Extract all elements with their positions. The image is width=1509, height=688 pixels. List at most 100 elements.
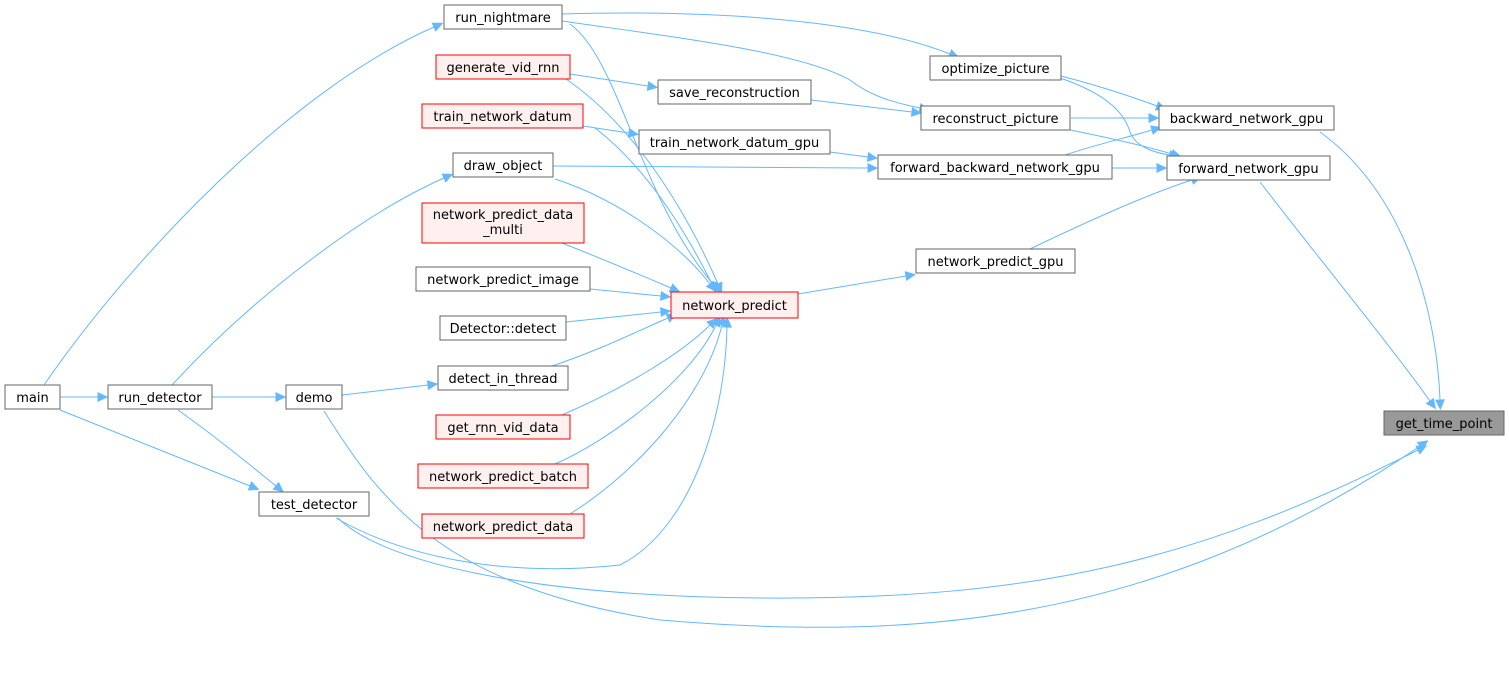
edge-arrowhead [713,281,723,294]
node-draw-object[interactable]: draw_object [452,152,554,178]
edge-forward-backward-network-gpu-to-backward-network-gpu [1064,129,1153,156]
node-train-network-datum[interactable]: train_network_datum [421,103,584,129]
edge-network-predict-image-to-network-predict [589,288,662,297]
edge-run-detector-to-test-detector [177,409,277,487]
node-label: train_network_datum_gpu [650,136,820,151]
node-label: save_reconstruction [669,86,800,101]
edge-train-network-datum-to-train-network-datum-gpu [582,125,630,134]
edge-arrowhead [867,163,879,173]
edge-demo-to-get-time-point [323,410,1421,628]
node-label: train_network_datum [433,110,571,125]
node-network-predict-gpu[interactable]: network_predict_gpu [915,248,1076,274]
edge-test-detector-to-get-time-point [337,449,1419,599]
node-label: get_time_point [1396,417,1493,432]
edge-run-nightmare-to-optimize-picture [561,12,951,55]
edge-arrowhead [660,290,672,301]
edge-arrowhead [97,392,109,402]
node-label: run_nightmare [455,11,550,26]
edge-reconstruct-picture-to-forward-network-gpu [1069,129,1173,155]
edge-run-nightmare-to-reconstruct-picture [561,20,921,109]
edge-arrowhead [272,481,284,493]
node-run-nightmare[interactable]: run_nightmare [443,4,563,30]
edge-detector-detect-to-network-predict [565,311,662,323]
edge-arrowhead [1150,125,1162,135]
node-label: network_predict [682,299,787,314]
edge-arrowhead [275,392,287,402]
edge-network-predict-gpu-to-forward-network-gpu [1029,179,1193,250]
edge-arrowhead [705,280,717,293]
node-label: optimize_picture [942,62,1050,77]
node-demo[interactable]: demo [285,384,343,410]
edge-arrowhead [722,316,732,328]
node-label: forward_network_gpu [1178,162,1318,177]
edge-arrowhead [441,173,454,183]
edge-arrowhead [910,106,923,117]
edge-arrowhead [1425,397,1436,410]
node-label: forward_backward_network_gpu [890,161,1100,176]
node-network-predict-image[interactable]: network_predict_image [415,266,591,292]
node-label: Detector::detect [450,322,557,337]
node-forward-backward-network-gpu[interactable]: forward_backward_network_gpu [877,154,1113,180]
node-reconstruct-picture[interactable]: reconstruct_picture [920,105,1071,131]
edge-main-to-run-nightmare [43,26,435,386]
edge-arrowhead [668,283,681,293]
node-train-network-datum-gpu[interactable]: train_network_datum_gpu [638,129,831,155]
edge-run-detector-to-draw-object [171,177,445,386]
node-generate-vid-rnn[interactable]: generate_vid_rnn [435,54,571,80]
edges-layer [43,12,1445,628]
node-label: main [16,391,48,406]
edge-backward-network-gpu-to-get-time-point [1319,131,1441,401]
edge-arrowhead [431,22,444,32]
edge-draw-object-to-forward-backward-network-gpu [552,165,869,169]
edge-arrowhead [866,151,879,162]
node-run-detector[interactable]: run_detector [107,384,213,410]
edge-arrowhead [1416,440,1429,451]
edge-optimize-picture-to-forward-network-gpu [1059,77,1171,156]
edge-train-network-datum-to-network-predict [594,127,713,285]
edge-draw-object-to-network-predict [554,178,711,285]
node-detector-detect[interactable]: Detector::detect [439,315,567,341]
node-label: test_detector [271,498,358,513]
edge-arrowhead [904,271,917,281]
node-detect-in-thread[interactable]: detect_in_thread [437,365,569,391]
node-test-detector[interactable]: test_detector [258,491,370,517]
node-network-predict-data-multi[interactable]: network_predict_data _multi [421,202,585,244]
node-save-reconstruction[interactable]: save_reconstruction [657,79,812,105]
node-get-time-point[interactable]: get_time_point [1383,410,1505,436]
edge-arrowhead [1156,163,1168,173]
node-label: draw_object [464,159,543,174]
edge-arrowhead [426,380,439,391]
edge-network-predict-data-to-network-predict [569,324,723,515]
node-network-predict-batch[interactable]: network_predict_batch [417,463,589,489]
edge-network-predict-to-network-predict-gpu [797,275,907,295]
node-label: run_detector [118,391,202,406]
edge-arrowhead [1148,113,1160,123]
node-label: generate_vid_rnn [446,61,559,76]
node-network-predict[interactable]: network_predict [670,291,799,319]
edge-demo-to-detect-in-thread [341,384,429,396]
edge-run-nightmare-to-network-predict [569,23,715,286]
node-label: demo [296,391,333,406]
node-backward-network-gpu[interactable]: backward_network_gpu [1158,105,1335,131]
node-label: network_predict_batch [429,470,577,485]
node-label: backward_network_gpu [1170,112,1323,127]
edge-network-predict-data-multi-to-network-predict [561,242,672,289]
node-label: detect_in_thread [448,372,557,387]
node-label: network_predict_data [433,520,574,535]
node-optimize-picture[interactable]: optimize_picture [929,55,1062,81]
edge-detect-in-thread-to-network-predict [551,317,669,367]
node-label: network_predict_image [427,273,579,288]
edge-network-predict-batch-to-network-predict [554,324,717,465]
edge-arrowhead [646,80,659,91]
edge-forward-network-gpu-to-get-time-point [1259,181,1431,402]
edge-arrowhead [1434,399,1445,411]
edge-arrowhead [659,307,672,318]
node-main[interactable]: main [4,384,61,410]
node-label: _multi [482,223,523,238]
node-forward-network-gpu[interactable]: forward_network_gpu [1166,155,1331,181]
node-get-rnn-vid-data[interactable]: get_rnn_vid_data [435,414,571,440]
edge-optimize-picture-to-backward-network-gpu [1060,75,1158,107]
node-label: network_predict_gpu [928,255,1064,270]
node-network-predict-data[interactable]: network_predict_data [421,513,585,539]
